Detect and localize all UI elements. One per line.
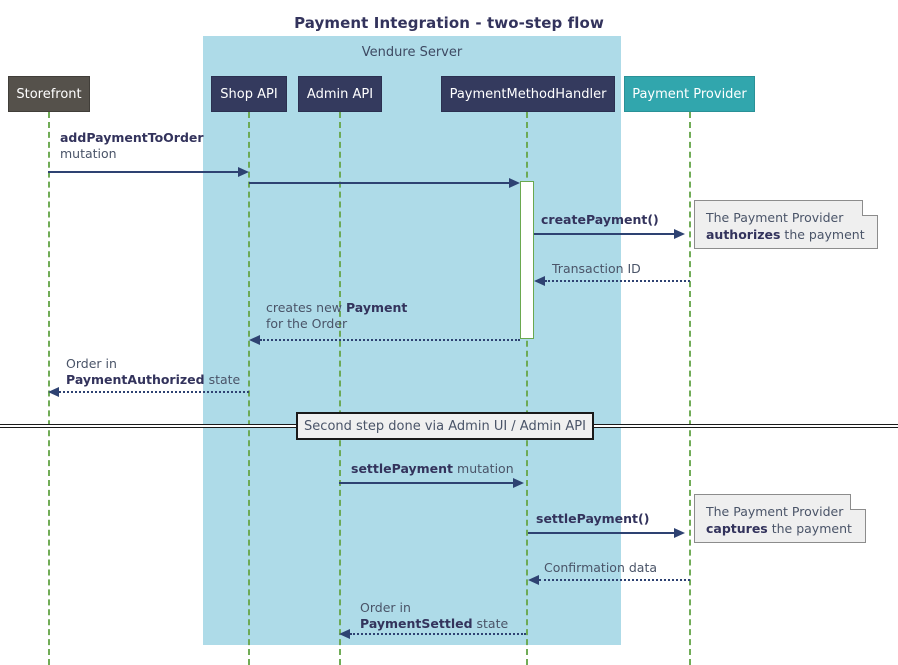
participant-payment-method-handler[interactable]: PaymentMethodHandler: [441, 76, 615, 112]
message-label-creates-new-payment-line1-plain: creates new: [266, 300, 346, 315]
message-label-transaction-id-plain: Transaction ID: [552, 261, 641, 276]
lifeline-admin-api: [339, 112, 341, 665]
message-label-order-payment-authorized-line2-plain: state: [204, 372, 241, 387]
message-label-settle-payment-mutation-bold: settlePayment: [351, 461, 454, 476]
message-label-settle-payment-call-bold: settlePayment(): [536, 511, 650, 526]
message-label-add-payment-to-order-bold: addPaymentToOrder: [60, 130, 204, 145]
message-label-settle-payment-mutation: settlePayment mutation: [351, 461, 514, 477]
arrowhead-right-icon: [509, 178, 520, 188]
message-label-settle-payment-mutation-plain: mutation: [453, 461, 514, 476]
message-arrow-transaction-id: [545, 280, 690, 282]
lifeline-provider: [689, 112, 691, 665]
message-label-create-payment: createPayment(): [541, 212, 659, 228]
arrowhead-right-icon: [674, 229, 685, 239]
note-payment-provider-authorizes: The Payment Provider authorizes the paym…: [694, 200, 878, 249]
arrowhead-left-icon: [534, 276, 545, 286]
participant-payment-method-handler-label: PaymentMethodHandler: [449, 86, 607, 102]
participant-shop-api[interactable]: Shop API: [211, 76, 287, 112]
participant-admin-api-label: Admin API: [306, 86, 374, 102]
activation-bar-handler: [520, 181, 534, 339]
message-arrow-order-payment-authorized: [59, 391, 249, 393]
participant-shop-api-label: Shop API: [220, 86, 278, 102]
arrowhead-left-icon: [48, 387, 59, 397]
message-label-add-payment-to-order-plain: mutation: [60, 146, 117, 161]
arrowhead-left-icon: [249, 335, 260, 345]
arrowhead-left-icon: [528, 575, 539, 585]
note-capture-line2-plain: the payment: [767, 521, 852, 536]
message-label-creates-new-payment-line2-plain: for the Order: [266, 316, 348, 331]
page-title: Payment Integration - two-step flow: [294, 14, 604, 32]
participant-storefront-label: Storefront: [16, 86, 82, 102]
message-label-transaction-id: Transaction ID: [552, 261, 641, 277]
note-capture-line1: The Payment Provider: [706, 504, 844, 519]
message-label-create-payment-bold: createPayment(): [541, 212, 659, 227]
arrowhead-right-icon: [238, 167, 249, 177]
message-label-order-payment-authorized-line1: Order in: [66, 356, 117, 371]
message-label-confirmation-data-plain: Confirmation data: [544, 560, 658, 575]
note-fold-edge-icon: [850, 494, 866, 510]
note-payment-provider-captures: The Payment Provider captures the paymen…: [694, 494, 866, 543]
message-arrow-settle-payment-call: [528, 532, 676, 534]
group-label: Vendure Server: [361, 45, 463, 60]
participant-payment-provider-label: Payment Provider: [632, 86, 747, 102]
message-arrow-settle-payment-mutation: [339, 482, 515, 484]
divider-label-box: Second step done via Admin UI / Admin AP…: [296, 412, 594, 440]
message-arrow-shop-api-to-handler: [249, 182, 511, 184]
message-label-order-payment-settled: Order in PaymentSettled state: [360, 600, 508, 632]
arrowhead-right-icon: [513, 478, 524, 488]
lifeline-handler: [526, 112, 528, 665]
participant-storefront[interactable]: Storefront: [8, 76, 90, 112]
message-label-creates-new-payment-line1-bold: Payment: [345, 300, 408, 315]
message-arrow-add-payment-to-order: [48, 171, 240, 173]
message-label-add-payment-to-order: addPaymentToOrder mutation: [60, 130, 204, 162]
participant-payment-provider[interactable]: Payment Provider: [624, 76, 755, 112]
note-capture-line2-bold: captures: [706, 521, 768, 536]
participant-admin-api[interactable]: Admin API: [298, 76, 382, 112]
message-label-order-payment-authorized: Order in PaymentAuthorized state: [66, 356, 240, 388]
message-label-order-payment-authorized-line2-bold: PaymentAuthorized: [66, 372, 205, 387]
message-arrow-create-payment: [534, 233, 676, 235]
message-label-settle-payment-call: settlePayment(): [536, 511, 649, 527]
message-arrow-creates-new-payment: [260, 339, 520, 341]
message-arrow-order-payment-settled: [350, 633, 526, 635]
lifeline-shop-api: [248, 112, 250, 665]
note-authorize-line2-plain: the payment: [780, 227, 865, 242]
message-label-order-payment-settled-line1: Order in: [360, 600, 411, 615]
message-arrow-confirmation-data: [539, 579, 690, 581]
message-label-order-payment-settled-line2-plain: state: [472, 616, 509, 631]
message-label-order-payment-settled-line2-bold: PaymentSettled: [360, 616, 473, 631]
arrowhead-left-icon: [339, 629, 350, 639]
message-label-confirmation-data: Confirmation data: [544, 560, 657, 576]
arrowhead-right-icon: [674, 528, 685, 538]
message-label-creates-new-payment: creates new Payment for the Order: [266, 300, 407, 332]
note-authorize-line1: The Payment Provider: [706, 210, 844, 225]
divider-label: Second step done via Admin UI / Admin AP…: [304, 418, 586, 434]
note-authorize-line2-bold: authorizes: [706, 227, 781, 242]
note-fold-edge-icon: [862, 200, 878, 216]
